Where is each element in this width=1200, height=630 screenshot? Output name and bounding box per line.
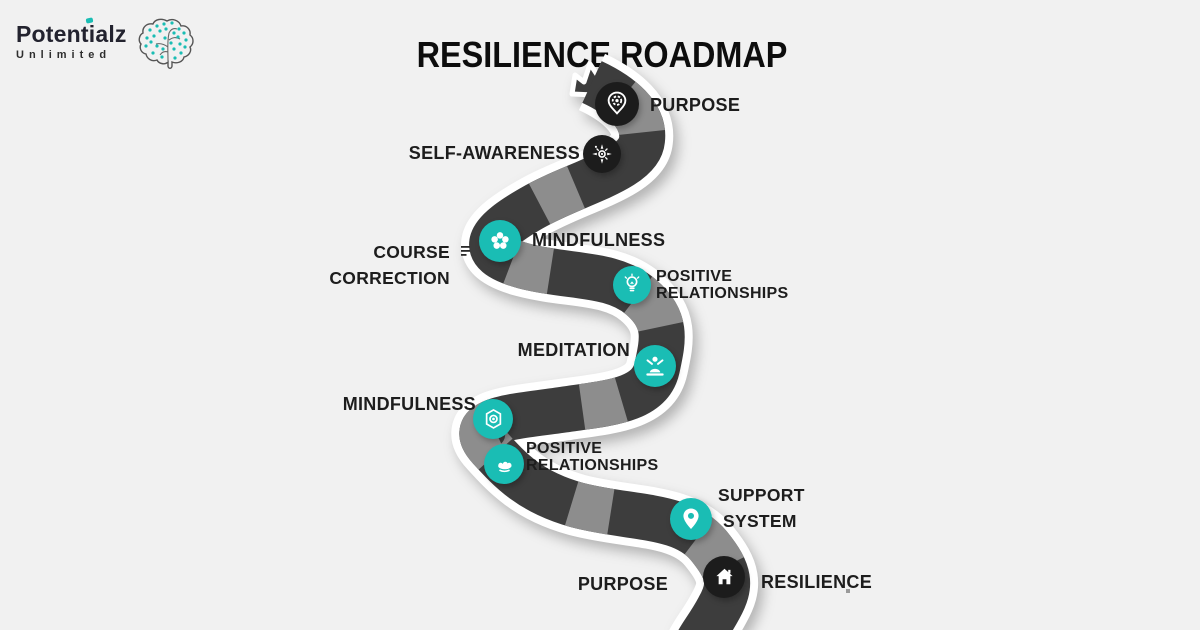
map-pin-icon: [683, 508, 699, 529]
milestone-label-purpose-top: PURPOSE: [650, 95, 741, 115]
milestone-label-mindfulness-1: MINDFULNESS: [532, 230, 666, 250]
milestone-marker-self-awareness: [583, 135, 621, 173]
milestone-label-purpose-bottom: PURPOSE: [577, 574, 668, 594]
milestone-marker-positive-relationships-2: [484, 444, 524, 484]
meditation-icon: [646, 356, 664, 376]
milestone-marker-positive-relationships-1: [613, 266, 651, 304]
trailing-dot: [846, 589, 850, 593]
brand-logo: Potentialz Unlimited: [16, 16, 195, 70]
milestone-label-support-system: SUPPORT SYSTEM: [718, 485, 805, 531]
brain-icon: [138, 18, 194, 69]
lightbulb-icon: [624, 273, 640, 292]
brand-name: Potentialz: [16, 21, 127, 47]
compass-icon: [592, 144, 612, 164]
flower-icon: [491, 232, 509, 249]
milestone-marker-purpose-top: [595, 82, 639, 126]
milestone-label-resilience: RESILIENCE: [761, 572, 873, 592]
home-icon: [715, 568, 733, 584]
milestone-label-course-correction: COURSE CORRECTION: [329, 242, 450, 288]
milestone-marker-meditation: [634, 345, 676, 387]
lantern-icon: [485, 408, 501, 429]
milestone-label-positive-relationships-2: POSITIVE RELATIONSHIPS: [526, 440, 659, 474]
milestone-label-meditation: MEDITATION: [517, 340, 630, 360]
brand-subtitle: Unlimited: [16, 49, 112, 61]
milestone-label-self-awareness: SELF-AWARENESS: [408, 143, 580, 163]
map-pin-gear-icon: [607, 91, 627, 115]
hands-icon: [497, 461, 512, 472]
milestone-marker-support-system: [670, 498, 712, 540]
milestone-label-mindfulness-2: MINDFULNESS: [342, 394, 476, 414]
milestone-list-icon: [461, 246, 470, 256]
milestone-marker-mindfulness-1: [479, 220, 521, 262]
milestone-label-positive-relationships-1: POSITIVE RELATIONSHIPS: [656, 268, 789, 302]
milestone-marker-resilience: [703, 556, 745, 598]
milestone-marker-mindfulness-2: [473, 399, 513, 439]
